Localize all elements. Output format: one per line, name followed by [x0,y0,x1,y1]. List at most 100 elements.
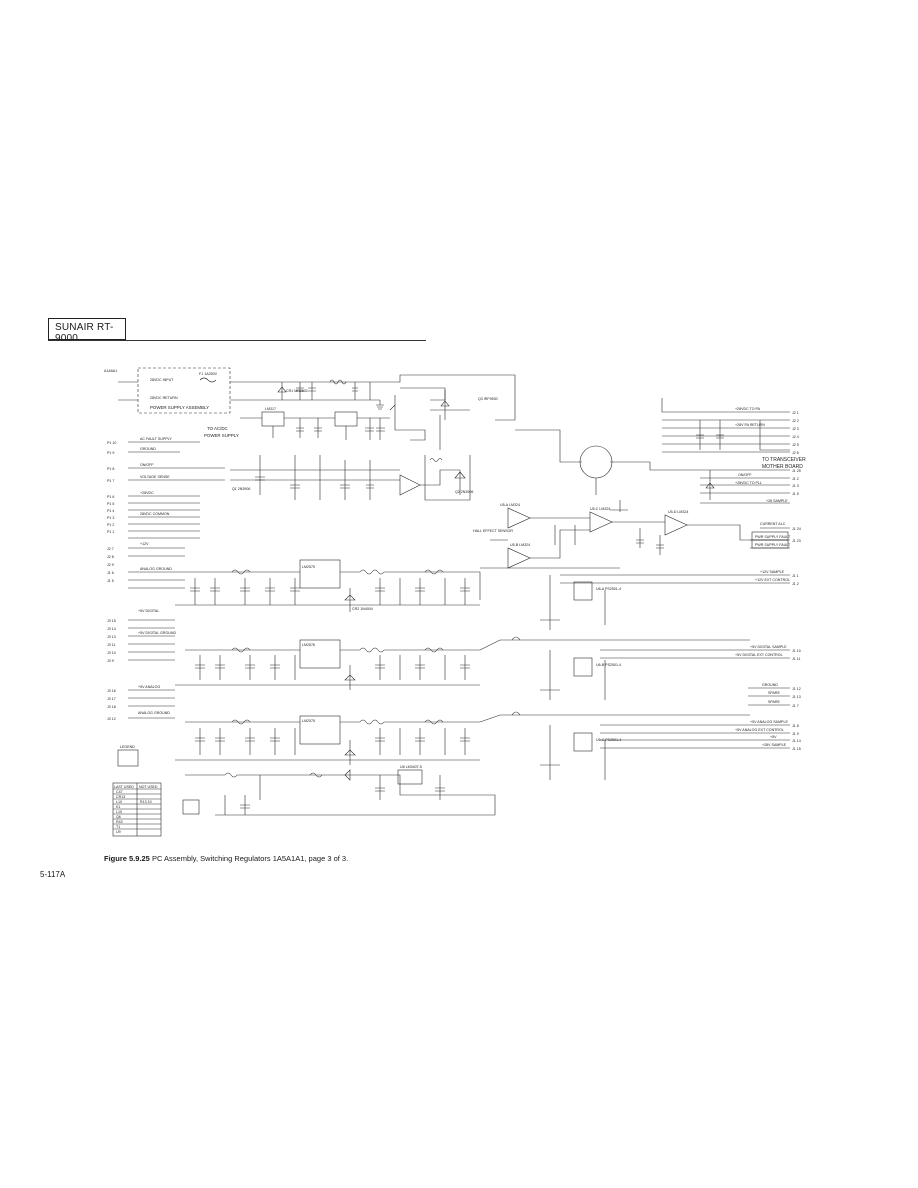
legend-r8c0: U9 [116,830,121,834]
psu-block: 28VDC INPUT 28VDC RETURN POWER SUPPLY AS… [137,367,231,414]
mid-pin-0: J3 15 [107,619,116,623]
psu-line2: 28VDC RETURN [150,396,178,400]
legend-table [112,782,162,837]
left-pin-4: P1 6 [107,495,114,499]
right-pin-16: J1 12 [792,687,801,691]
misc-label-6: U8 LM340T-5 [400,765,422,769]
low-pin-3: J3 12 [107,717,116,721]
right-pin-8: J1 3 [792,484,799,488]
reg-label-0: LM2575 [302,565,315,569]
opto-label-0: U6-A PS2501-4 [596,587,621,591]
opamp-label-2: U5-D LM324 [668,510,688,514]
right-label-16: +5V ANALOG EXT CONTROL [735,728,784,732]
figure-caption: Figure 5.9.25 PC Assembly, Switching Reg… [104,854,348,863]
opamp-label-0: U5-A LM324 [500,503,520,507]
left-pin-3: P1 7 [107,479,114,483]
left-connector-marks [117,441,225,767]
right-label-12: GROUND [762,683,778,687]
low-label-1: ANALOG GROUND [138,711,170,715]
bottom-section [182,769,496,816]
reg-5v-analog [175,711,750,765]
opamp-center [230,429,650,501]
xcvr-line1: TO TRANSCEIVER [762,457,806,463]
page-number: 5-117A [40,870,66,879]
legend-r2c1: R13 10 [140,800,152,804]
right-pin-7: J1 2 [792,477,799,481]
left-pin-11: J2 8 [107,555,114,559]
mid-pin-5: J3 9 [107,659,114,663]
right-pin-1: J2 2 [792,419,799,423]
right-label-6: PWR SUPPLY FAULT [755,535,791,539]
opamp-chain [480,500,752,569]
right-label-1: +28V PA RETURN [735,423,765,427]
low-pin-0: J3 16 [107,689,116,693]
right-outputs [649,398,790,549]
left-pin-7: P1 3 [107,516,114,520]
left-label-0: AC FAULT SUPPLY [140,437,172,441]
header-title-box: SUNAIR RT-9000 [48,318,126,344]
right-label-7: PWR SUPPLY FAULT [755,543,791,547]
right-label-0: +28VDC TO PA [735,407,761,411]
right-label-18: +28V SAMPLE [762,743,787,747]
header-rule [48,340,426,341]
left-pin-12: J2 9 [107,563,114,567]
right-label-3: +28VDC TO PLL [735,481,762,485]
right-pin-13: J1 2 [792,582,799,586]
legend-r2c0: L10 [116,800,122,804]
psu-fuse: F1 1A250V [199,372,218,376]
right-pin-12: J1 1 [792,574,799,578]
left-pin-9: P1 1 [107,530,114,534]
misc-label-0: LM317 [265,407,276,411]
legend-header-0: LAST USED [114,785,134,789]
main-bus [118,374,516,421]
misc-label-4: Q2 2N3906 [455,490,473,494]
reg-12v [175,559,481,612]
legend-r1c0: CR13 [116,795,125,799]
right-label-10: +5V DIGITAL SAMPLE [750,645,787,649]
opamp-label-1: U5-C LM324 [590,507,610,511]
schematic-ref: A1A5A1 [104,369,117,373]
legend-r6c0: R43 [116,820,123,824]
right-pin-18: J1 7 [792,704,799,708]
low-pin-2: J3 18 [107,705,116,709]
right-label-11: +5V DIGITAL EXT CONTROL [735,653,783,657]
opto-label-2: U6-C PS2501-4 [596,738,621,742]
right-label-13: SPARE [768,691,781,695]
low-pin-1: J3 17 [107,697,116,701]
left-label-2: ON/OFF [140,463,154,467]
right-pin-5: J2 6 [792,451,799,455]
left-pin-0: P1 10 [107,441,116,445]
left-label-1: GROUND [140,447,156,451]
mid-pin-4: J3 10 [107,651,116,655]
opamp-label-3: U5-B LM324 [510,543,530,547]
right-pin-4: J2 5 [792,443,799,447]
left-pin-6: P1 4 [107,509,114,513]
legend-r4c0: L10 [116,810,122,814]
opto-label-1: U6-B PS2501-4 [596,663,621,667]
top-regulators [240,387,470,450]
mid-label-0: +5V DIGITAL [138,609,159,613]
misc-label-3: Q1 2N3906 [232,487,250,491]
left-pin-14: J1 5 [107,579,114,583]
psu-line1: 28VDC INPUT [150,378,174,382]
legend-r0c0: C47 [116,790,123,794]
misc-label-5: Q3 IRF9530 [478,397,498,401]
header-title: SUNAIR RT-9000 [55,322,114,344]
left-pin-10: J2 7 [107,547,114,551]
left-label-7: ANALOG GROUND [140,567,172,571]
mid-pin-2: J3 13 [107,635,116,639]
right-pin-3: J2 4 [792,435,799,439]
xcvr-line2: MOTHER BOARD [762,464,803,470]
right-pin-10: J1 24 [792,527,801,531]
right-label-15: +5V ANALOG SAMPLE [750,720,788,724]
mid-pin-1: J3 14 [107,627,116,631]
right-label-14: SPARE [768,700,781,704]
figure-number: Figure 5.9.25 [104,854,150,863]
legend-header-1: NOT USED [139,785,158,789]
right-label-5: CURRENT ALC [760,522,786,526]
legend-r3c0: K1 [116,805,120,809]
legend-r5c0: Q6 [116,815,121,819]
left-pin-13: J1 6 [107,571,114,575]
left-pin-2: P1 8 [107,467,114,471]
